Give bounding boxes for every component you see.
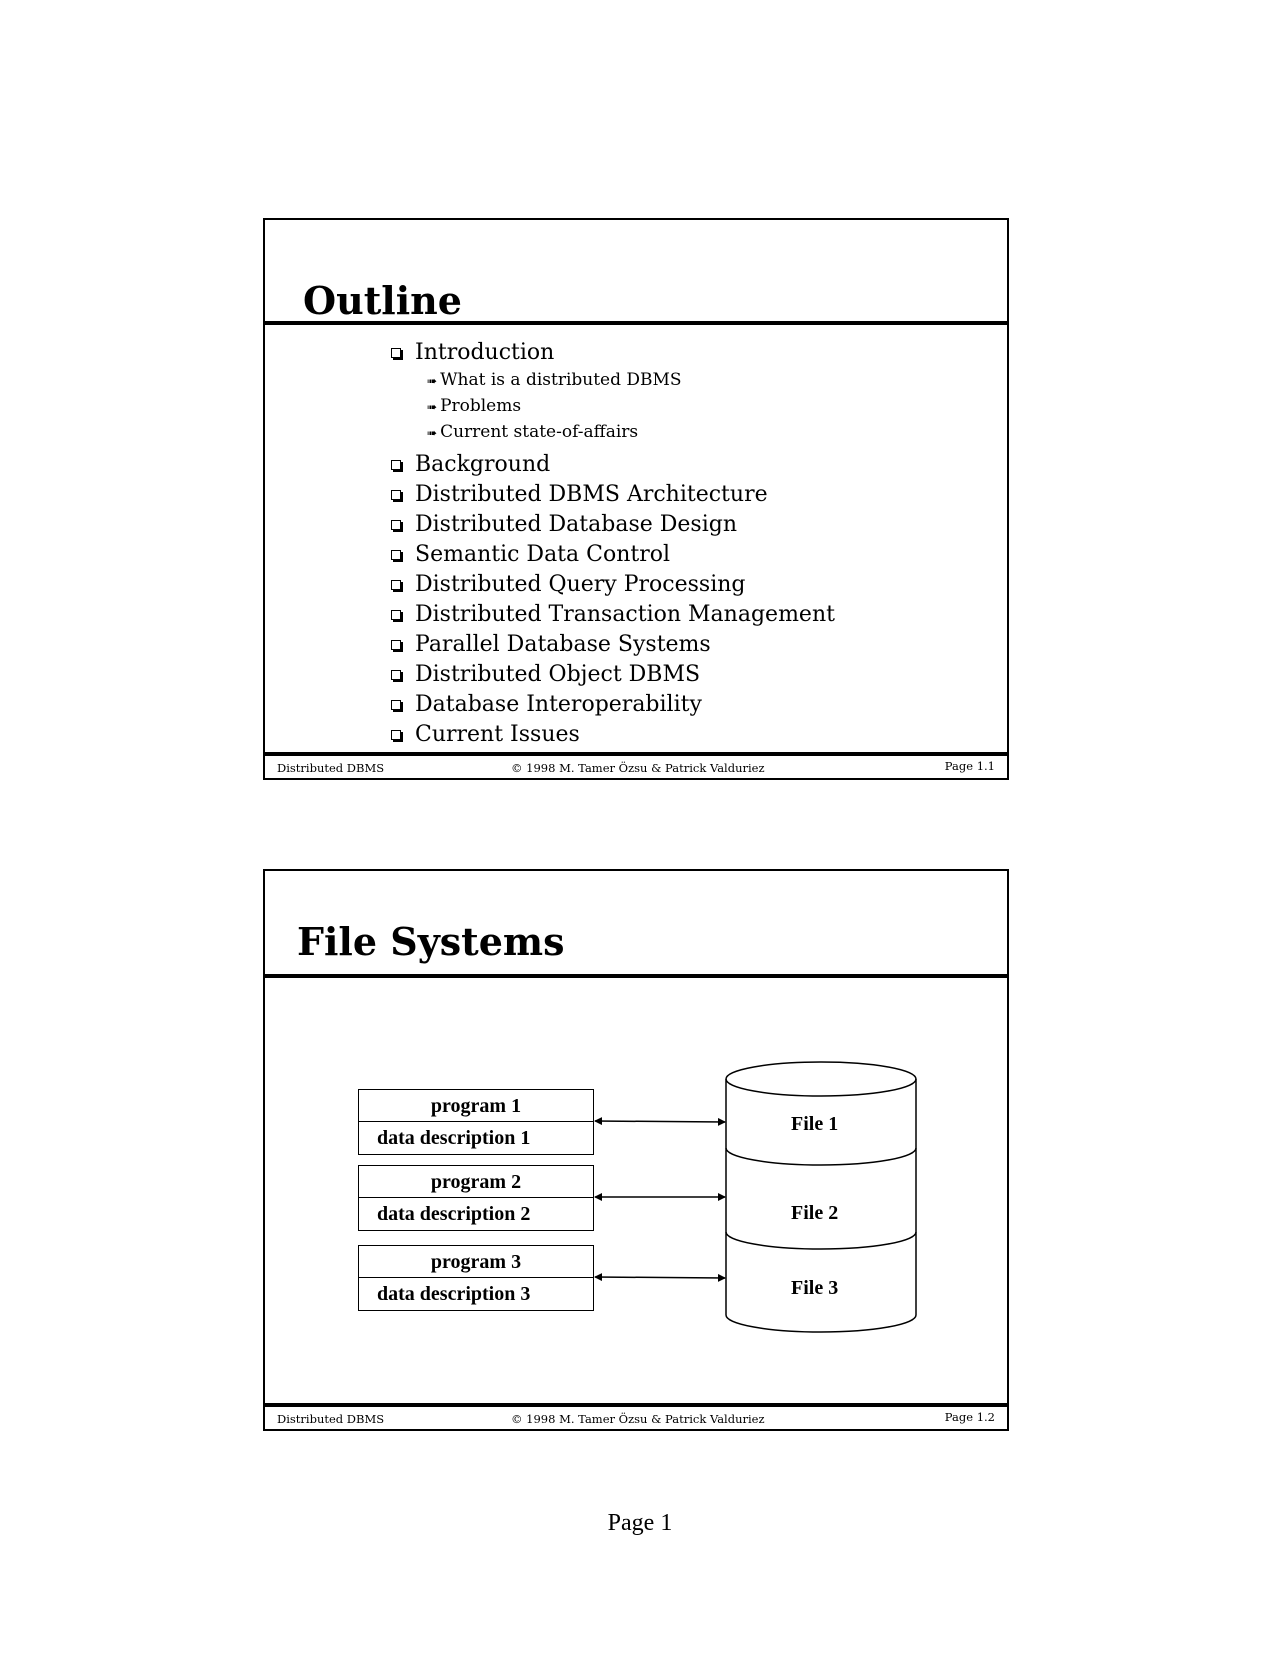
data-description: data description 2 — [377, 1203, 531, 1225]
outline-item: Distributed Transaction Management — [391, 600, 835, 630]
outline-item-label: Semantic Data Control — [415, 542, 671, 567]
outline-item-label: Distributed Query Processing — [415, 572, 746, 597]
outline-item: Distributed Database Design — [391, 510, 835, 540]
outline-item: Current Issues — [391, 720, 835, 750]
slide-outline: Outline Introduction ➠What is a distribu… — [263, 218, 1009, 780]
checkbox-bullet-icon — [391, 580, 401, 590]
outline-item-label: Current Issues — [415, 722, 580, 747]
outline-item-label: Distributed DBMS Architecture — [415, 482, 768, 507]
outline-item: Introduction ➠What is a distributed DBMS… — [391, 338, 835, 446]
outline-item: Semantic Data Control — [391, 540, 835, 570]
title-divider — [265, 974, 1007, 978]
sub-item-label: What is a distributed DBMS — [440, 370, 682, 390]
sub-item-label: Problems — [440, 396, 522, 416]
footer-page-number: Page 1.2 — [944, 1410, 995, 1424]
outline-item: Database Interoperability — [391, 690, 835, 720]
outline-item-label: Distributed Database Design — [415, 512, 737, 537]
checkbox-bullet-icon — [391, 490, 401, 500]
footer-course: Distributed DBMS — [277, 1412, 385, 1426]
outline-item-label: Distributed Transaction Management — [415, 602, 835, 627]
title-divider — [265, 321, 1007, 325]
footer-divider — [265, 1403, 1007, 1407]
program-name: program 1 — [359, 1090, 593, 1122]
outline-item: Distributed DBMS Architecture — [391, 480, 835, 510]
checkbox-bullet-icon — [391, 550, 401, 560]
program-box: program 1 data description 1 — [358, 1089, 594, 1155]
checkbox-bullet-icon — [391, 640, 401, 650]
double-arrow — [594, 1117, 726, 1126]
data-description: data description 3 — [377, 1283, 531, 1305]
data-description: data description 1 — [377, 1127, 531, 1149]
checkbox-bullet-icon — [391, 700, 401, 710]
checkbox-bullet-icon — [391, 610, 401, 620]
file-label: File 1 — [791, 1113, 839, 1135]
footer-copyright: © 1998 M. Tamer Özsu & Patrick Valduriez — [511, 761, 765, 775]
footer-page-number: Page 1.1 — [944, 759, 995, 773]
sub-item: ➠What is a distributed DBMS — [427, 368, 835, 394]
footer-copyright: © 1998 M. Tamer Özsu & Patrick Valduriez — [511, 1412, 765, 1426]
file-label: File 2 — [791, 1202, 839, 1224]
slide-file-systems: File Systems program 1 data description … — [263, 869, 1009, 1431]
outline-item-label: Background — [415, 452, 551, 477]
file-systems-diagram — [594, 1061, 917, 1333]
checkbox-bullet-icon — [391, 460, 401, 470]
outline-item: Parallel Database Systems — [391, 630, 835, 660]
sub-item: ➠Problems — [427, 394, 835, 420]
sub-list: ➠What is a distributed DBMS ➠Problems ➠C… — [415, 368, 835, 446]
database-cylinder-icon — [725, 1061, 917, 1333]
page-number: Page 1 — [607, 1510, 673, 1536]
outline-item: Background — [391, 450, 835, 480]
slide-footer: Distributed DBMS © 1998 M. Tamer Özsu & … — [265, 759, 1007, 777]
sub-item-label: Current state-of-affairs — [440, 422, 639, 442]
file-label: File 3 — [791, 1277, 839, 1299]
checkbox-bullet-icon — [391, 348, 401, 358]
outline-item-label: Introduction — [415, 340, 555, 365]
outline-item: Distributed Object DBMS — [391, 660, 835, 690]
double-arrow — [594, 1273, 726, 1282]
arrow-bullet-icon: ➠ — [427, 426, 438, 440]
slide-footer: Distributed DBMS © 1998 M. Tamer Özsu & … — [265, 1410, 1007, 1428]
arrow-bullet-icon: ➠ — [427, 400, 438, 414]
checkbox-bullet-icon — [391, 670, 401, 680]
sub-item: ➠Current state-of-affairs — [427, 420, 835, 446]
outline-item-label: Distributed Object DBMS — [415, 662, 701, 687]
slide-title: File Systems — [297, 919, 565, 964]
program-name: program 3 — [359, 1246, 593, 1278]
program-box: program 2 data description 2 — [358, 1165, 594, 1231]
slide-title: Outline — [303, 278, 462, 323]
program-box: program 3 data description 3 — [358, 1245, 594, 1311]
checkbox-bullet-icon — [391, 730, 401, 740]
program-name: program 2 — [359, 1166, 593, 1198]
checkbox-bullet-icon — [391, 520, 401, 530]
outline-list: Introduction ➠What is a distributed DBMS… — [391, 338, 835, 750]
outline-item-label: Database Interoperability — [415, 692, 702, 717]
arrow-bullet-icon: ➠ — [427, 374, 438, 388]
outline-item-label: Parallel Database Systems — [415, 632, 711, 657]
footer-course: Distributed DBMS — [277, 761, 385, 775]
footer-divider — [265, 752, 1007, 756]
outline-item: Distributed Query Processing — [391, 570, 835, 600]
